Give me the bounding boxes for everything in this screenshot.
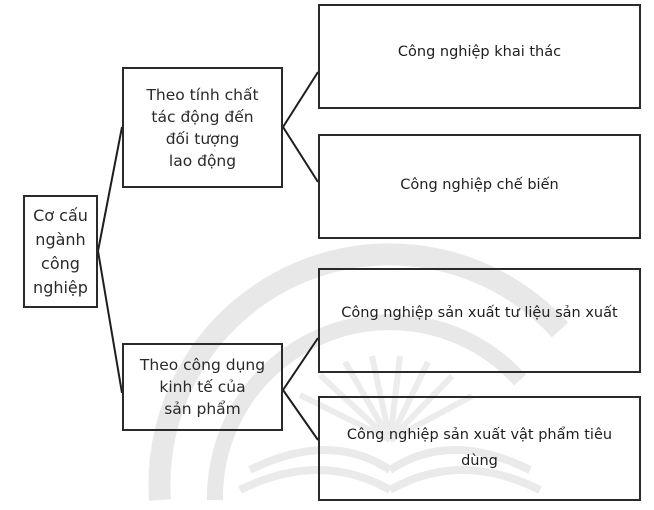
branch-label: Theo công dụng kinh tế của sản phẩm [139, 356, 266, 418]
leaf-label: Công nghiệp khai thác [397, 44, 562, 60]
connector-branch1-leaf2 [282, 126, 319, 183]
leaf-node-consumer-goods: Công nghiệp sản xuất vật phẩm tiêu dùng [318, 396, 641, 501]
leaf-node-means-of-production: Công nghiệp sản xuất tư liệu sản xuất [318, 268, 641, 373]
connector-root-branch1 [97, 126, 123, 252]
branch-label: Theo tính chất tác động đến đối tượng la… [146, 85, 259, 170]
leaf-label: Công nghiệp sản xuất tư liệu sản xuất [341, 305, 618, 321]
leaf-label: Công nghiệp chế biến [400, 177, 559, 193]
leaf-label: Công nghiệp sản xuất vật phẩm tiêu dùng [346, 427, 613, 469]
connector-root-branch2 [97, 250, 123, 394]
branch-node-nature-of-impact: Theo tính chất tác động đến đối tượng la… [122, 67, 283, 188]
connector-branch2-leaf3 [282, 337, 319, 391]
connector-branch1-leaf1 [282, 71, 319, 128]
root-label: Cơ cấu ngành công nghiệp [33, 205, 88, 297]
branch-node-economic-use: Theo công dụng kinh tế của sản phẩm [122, 343, 283, 431]
leaf-node-extractive-industry: Công nghiệp khai thác [318, 4, 641, 109]
leaf-node-processing-industry: Công nghiệp chế biến [318, 134, 641, 239]
connector-branch2-leaf4 [282, 389, 319, 441]
root-node: Cơ cấu ngành công nghiệp [23, 195, 98, 308]
